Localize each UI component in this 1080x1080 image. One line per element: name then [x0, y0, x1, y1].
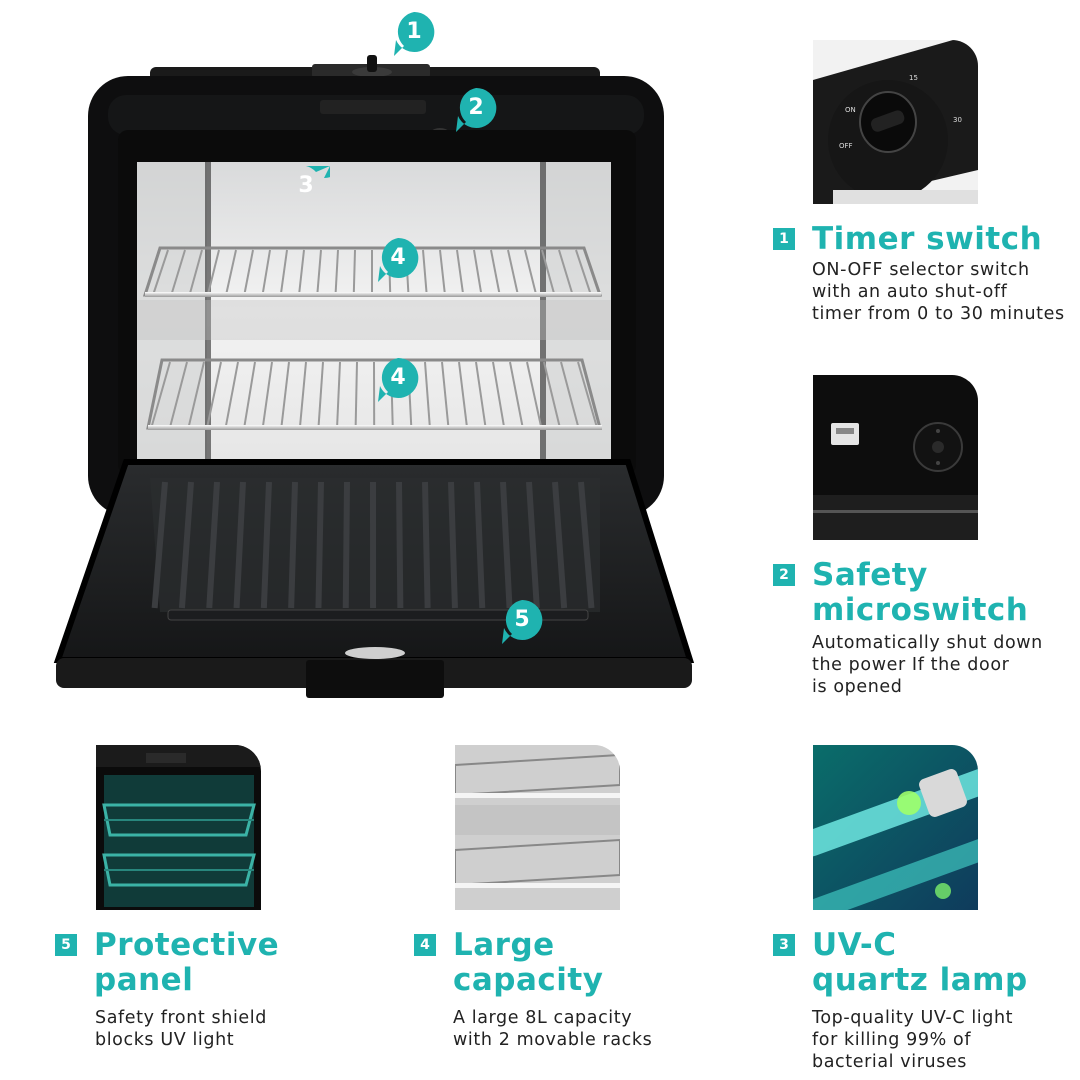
feature-number-badge: 5 [55, 934, 77, 956]
timer-knob-closeup-image: ON OFF 15 30 [813, 40, 978, 204]
callout-marker: 3 [286, 166, 330, 210]
timer-dial-label: 15 [909, 74, 918, 82]
uv-lit-interior-image [96, 745, 261, 910]
chrome-racks-closeup-image [455, 745, 620, 910]
feature-number-badge: 3 [773, 934, 795, 956]
feature-number-badge: 2 [773, 564, 795, 586]
callout-marker: 4 [378, 238, 422, 282]
feature-title-large-capacity: Large capacity [453, 927, 604, 998]
callout-marker: 4 [378, 358, 422, 402]
timer-dial-label: ON [845, 106, 856, 114]
timer-dial-label: 30 [953, 116, 962, 124]
microswitch-closeup-image [813, 375, 978, 540]
callout-marker: 2 [456, 88, 500, 132]
feature-desc-protective-panel: Safety front shield blocks UV light [95, 1008, 267, 1050]
timer-dial-label: OFF [839, 142, 853, 150]
feature-desc-microswitch: Automatically shut down the power If the… [812, 633, 1043, 697]
uv-lamp-closeup-image [813, 745, 978, 910]
feature-title-timer: Timer switch [812, 221, 1043, 257]
feature-title-microswitch: Safety microswitch [812, 557, 1029, 628]
sterilizer-cabinet-illustration [50, 50, 700, 710]
feature-desc-timer: ON-OFF selector switch with an auto shut… [812, 260, 1065, 324]
feature-number-badge: 4 [414, 934, 436, 956]
feature-number-badge: 1 [773, 228, 795, 250]
feature-desc-uvc-lamp: Top-quality UV-C light for killing 99% o… [812, 1008, 1014, 1072]
callout-marker: 1 [394, 12, 438, 56]
callout-marker: 5 [502, 600, 546, 644]
feature-title-uvc-lamp: UV-C quartz lamp [812, 927, 1028, 998]
feature-desc-large-capacity: A large 8L capacity with 2 movable racks [453, 1008, 653, 1050]
feature-title-protective-panel: Protective panel [94, 927, 280, 998]
